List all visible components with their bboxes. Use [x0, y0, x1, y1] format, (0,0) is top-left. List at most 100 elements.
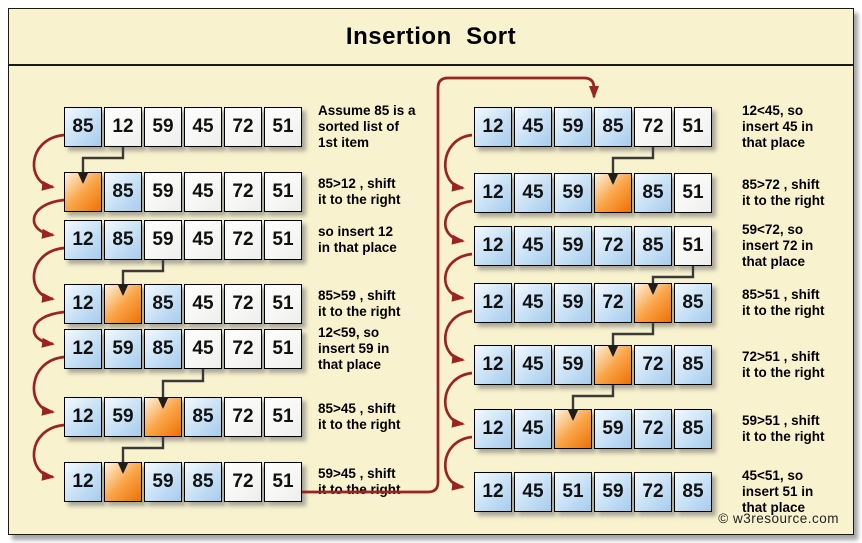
array-cell: 85	[634, 226, 672, 266]
array-cell: 85	[634, 173, 672, 213]
array-cell: 12	[474, 173, 512, 213]
array-cell: 72	[594, 283, 632, 323]
watermark-text: © w3resource.com	[718, 511, 839, 526]
diagram-panel: Insertion Sort © w3resource.com	[8, 8, 854, 535]
array-cell: 12	[64, 329, 102, 369]
step-note-right-2: 85>72 , shift it to the right	[742, 177, 825, 208]
array-cell: 72	[224, 329, 262, 369]
array-cell: 59	[104, 329, 142, 369]
array-cell: 85	[594, 107, 632, 147]
array-cell: 85	[144, 284, 182, 324]
array-cell: 51	[674, 173, 712, 213]
array-cell: 51	[264, 107, 302, 147]
array-cell: 51	[264, 220, 302, 260]
array-cell: 85	[144, 329, 182, 369]
array-cell: 72	[634, 472, 672, 512]
array-cell: 45	[514, 472, 552, 512]
step-note-left-1: Assume 85 is a sorted list of 1st item	[318, 103, 416, 150]
array-cell: 12	[64, 284, 102, 324]
array-cell: 45	[514, 173, 552, 213]
array-cell: 85	[64, 107, 102, 147]
array-cell: 45	[184, 329, 222, 369]
array-cell: 72	[594, 226, 632, 266]
step-note-left-2: 85>12 , shift it to the right	[318, 176, 401, 207]
step-note-right-4: 85>51 , shift it to the right	[742, 287, 825, 318]
array-cell: 85	[184, 462, 222, 502]
array-cell: 12	[474, 345, 512, 385]
title-bar: Insertion Sort	[9, 9, 853, 66]
array-cell: 59	[594, 409, 632, 449]
array-cell: 51	[674, 226, 712, 266]
array-cell: 12	[474, 107, 512, 147]
array-cell: 12	[104, 107, 142, 147]
array-cell: 51	[674, 107, 712, 147]
step-note-right-1: 12<45, so insert 45 in that place	[742, 103, 814, 150]
array-cell: 51	[264, 284, 302, 324]
step-note-right-5: 72>51 , shift it to the right	[742, 349, 825, 380]
array-cell: 59	[144, 220, 182, 260]
array-cell: 59	[144, 107, 182, 147]
array-cell: 45	[184, 107, 222, 147]
array-cell: 12	[474, 472, 512, 512]
array-cell: 85	[104, 220, 142, 260]
array-cell: 85	[674, 345, 712, 385]
array-cell: 45	[514, 409, 552, 449]
array-cell: 59	[554, 226, 592, 266]
array-cell: 45	[514, 226, 552, 266]
array-cell: 59	[104, 397, 142, 437]
step-note-left-7: 59>45 , shift it to the right	[318, 466, 401, 497]
array-cell: 45	[514, 107, 552, 147]
array-cell: 85	[674, 472, 712, 512]
array-cell-gap	[104, 462, 142, 502]
step-note-left-3: so insert 12 in that place	[318, 224, 397, 255]
array-cell: 45	[514, 283, 552, 323]
array-cell: 12	[64, 220, 102, 260]
array-cell: 72	[224, 172, 262, 212]
array-cell: 59	[594, 472, 632, 512]
array-cell: 72	[634, 107, 672, 147]
page-title: Insertion Sort	[345, 22, 517, 50]
step-note-right-3: 59<72, so insert 72 in that place	[742, 222, 814, 269]
array-cell: 59	[554, 345, 592, 385]
array-cell: 59	[144, 172, 182, 212]
array-cell: 51	[264, 462, 302, 502]
array-cell: 51	[554, 472, 592, 512]
array-cell: 12	[64, 462, 102, 502]
array-cell: 85	[674, 283, 712, 323]
step-note-right-6: 59>51 , shift it to the right	[742, 413, 825, 444]
array-cell: 45	[184, 172, 222, 212]
array-cell: 51	[264, 172, 302, 212]
step-note-left-5: 12<59, so insert 59 in that place	[318, 325, 390, 372]
array-cell-gap	[104, 284, 142, 324]
array-cell: 12	[474, 409, 512, 449]
array-cell: 85	[184, 397, 222, 437]
array-cell-gap	[594, 173, 632, 213]
array-cell: 72	[224, 397, 262, 437]
array-cell: 51	[264, 397, 302, 437]
array-cell-gap	[144, 397, 182, 437]
array-cell: 72	[224, 107, 262, 147]
array-cell: 59	[144, 462, 182, 502]
array-cell: 12	[474, 283, 512, 323]
array-cell: 72	[224, 220, 262, 260]
array-cell-gap	[554, 409, 592, 449]
array-cell: 45	[184, 284, 222, 324]
array-cell: 72	[634, 345, 672, 385]
array-cell: 59	[554, 283, 592, 323]
array-cell-gap	[594, 345, 632, 385]
array-cell: 59	[554, 107, 592, 147]
array-cell-gap	[64, 172, 102, 212]
